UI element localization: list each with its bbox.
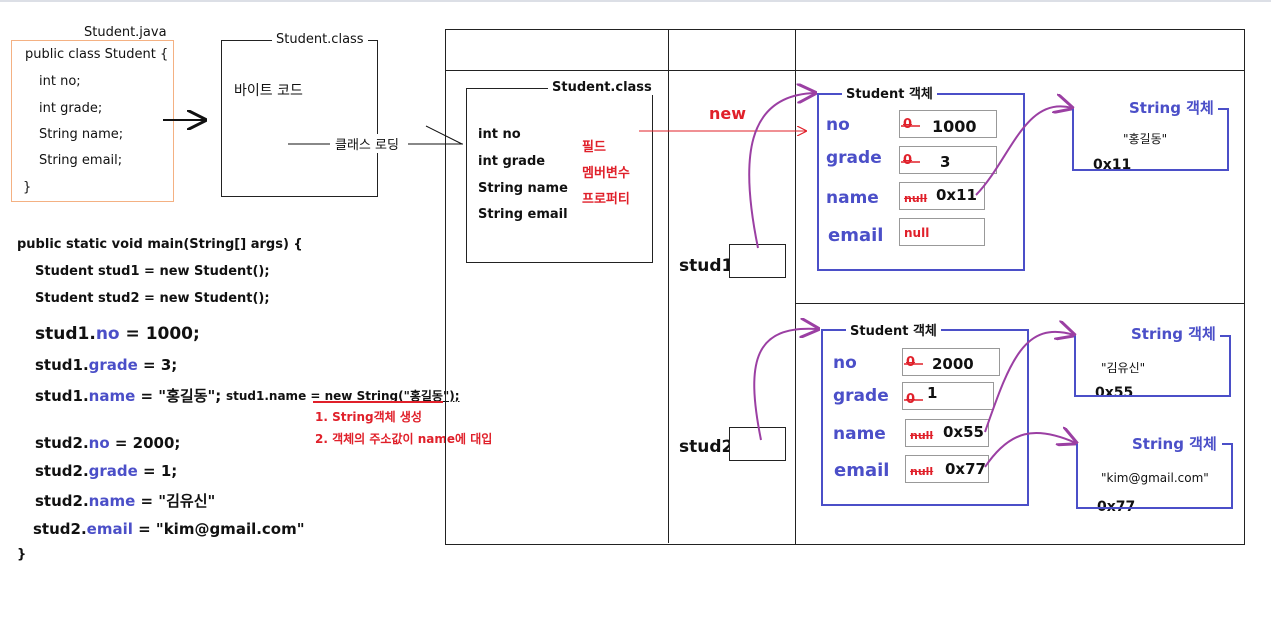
new-label: new (709, 104, 747, 123)
student-java-title: Student.java (84, 25, 167, 40)
obj2-cell-name (905, 419, 989, 447)
student-java-box (11, 40, 174, 202)
obj1-name-old: null (904, 192, 928, 205)
assign-stud1-grade: stud1.grade = 3; (35, 356, 178, 374)
obj2-email-old: null (910, 465, 934, 478)
obj2-field-email-label: email (834, 460, 890, 481)
string-object-1-value: "홍길동" (1123, 132, 1168, 146)
string-object-1-address: 0x11 (1093, 157, 1135, 173)
assign-stud2-no: stud2.no = 2000; (35, 434, 181, 452)
obj1-grade-value: 3 (940, 153, 951, 171)
bytecode-box (221, 40, 378, 197)
string-object-2-title: String 객체 (1127, 323, 1220, 344)
main-stud1-new: Student stud1 = new Student(); (35, 264, 270, 279)
string-object-3-title: String 객체 (1128, 433, 1221, 454)
stack-var-stud2-box (729, 427, 786, 461)
student-object-2-title: Student 객체 (846, 320, 941, 339)
method-stack-divider (668, 29, 669, 543)
term-member-variable: 멤버변수 (582, 166, 630, 181)
obj2-cell-email (905, 455, 989, 483)
obj1-field-no-label: no (826, 115, 850, 135)
note-2: 2. 객체의 주소값이 name에 대입 (315, 432, 493, 446)
top-divider (0, 0, 1271, 2)
stack-var-stud2-label: stud2 (679, 437, 734, 457)
bytecode-title: Student.class (272, 32, 368, 47)
obj2-field-no-label: no (833, 353, 857, 373)
obj2-no-old: 0 (906, 355, 916, 370)
java-line-name: String name; (39, 127, 124, 142)
obj1-cell-email (899, 218, 985, 246)
heap-divider (795, 303, 1245, 304)
meta-field-grade: int grade (478, 154, 546, 169)
obj2-no-value: 2000 (932, 355, 974, 373)
term-property: 프로퍼티 (582, 192, 630, 207)
main-stud2-new: Student stud2 = new Student(); (35, 291, 270, 306)
obj2-name-old: null (910, 429, 934, 442)
java-line-grade: int grade; (39, 101, 103, 116)
obj2-name-value: 0x55 (943, 423, 984, 441)
assign-stud2-name: stud2.name = "김유신" (35, 492, 216, 510)
student-object-1-title: Student 객체 (842, 83, 937, 102)
string-object-1-title: String 객체 (1125, 97, 1218, 118)
string-object-2-address: 0x55 (1095, 385, 1137, 401)
assign-stud1-no: stud1.no = 1000; (35, 324, 200, 344)
equivalent-underline (313, 401, 443, 403)
meta-field-email: String email (478, 207, 568, 222)
string-object-3-address: 0x77 (1097, 499, 1139, 515)
note-1: 1. String객체 생성 (315, 410, 422, 424)
obj1-field-email-label: email (828, 225, 884, 246)
memory-area (445, 29, 1245, 545)
obj2-grade-value: 1 (927, 384, 938, 402)
java-line-close: } (23, 180, 32, 195)
string-object-3-value: "kim@gmail.com" (1101, 471, 1209, 485)
obj1-name-value: 0x11 (936, 186, 977, 204)
obj1-no-old: 0 (903, 117, 913, 132)
stack-heap-divider (795, 29, 796, 545)
obj1-no-value: 1000 (932, 117, 977, 136)
string-object-2-value: "김유신" (1101, 361, 1146, 375)
equivalent-line: stud1.name = new String("홍길동"); (226, 389, 460, 403)
java-line-no: int no; (39, 74, 81, 89)
assign-stud2-email: stud2.email = "kim@gmail.com" (33, 520, 305, 538)
obj1-field-name-label: name (826, 188, 879, 208)
meta-field-name: String name (478, 181, 568, 196)
class-loading-label: 클래스 로딩 (333, 134, 401, 153)
java-line-class: public class Student { (25, 47, 169, 62)
term-field: 필드 (582, 140, 606, 155)
main-signature: public static void main(String[] args) { (17, 237, 303, 252)
obj2-grade-old: 0 (906, 392, 916, 407)
stack-var-stud1-label: stud1 (679, 256, 734, 276)
meta-field-no: int no (478, 127, 521, 142)
assign-stud2-grade: stud2.grade = 1; (35, 462, 178, 480)
obj1-field-grade-label: grade (826, 148, 882, 168)
memory-header-divider (445, 70, 1245, 71)
obj1-email-value: null (904, 226, 930, 240)
obj2-cell-no (902, 348, 1000, 376)
obj2-cell-grade (902, 382, 994, 410)
assign-stud1-name: stud1.name = "홍길동"; (35, 387, 222, 405)
bytecode-label: 바이트 코드 (234, 83, 303, 99)
main-close: } (17, 547, 27, 562)
method-area-class-title: Student.class (548, 80, 656, 95)
obj1-cell-name (899, 182, 985, 210)
java-line-email: String email; (39, 153, 123, 168)
obj1-grade-old: 0 (903, 153, 913, 168)
obj2-email-value: 0x77 (945, 460, 986, 478)
obj2-field-name-label: name (833, 424, 886, 444)
stack-var-stud1-box (729, 244, 786, 278)
obj2-field-grade-label: grade (833, 386, 889, 406)
